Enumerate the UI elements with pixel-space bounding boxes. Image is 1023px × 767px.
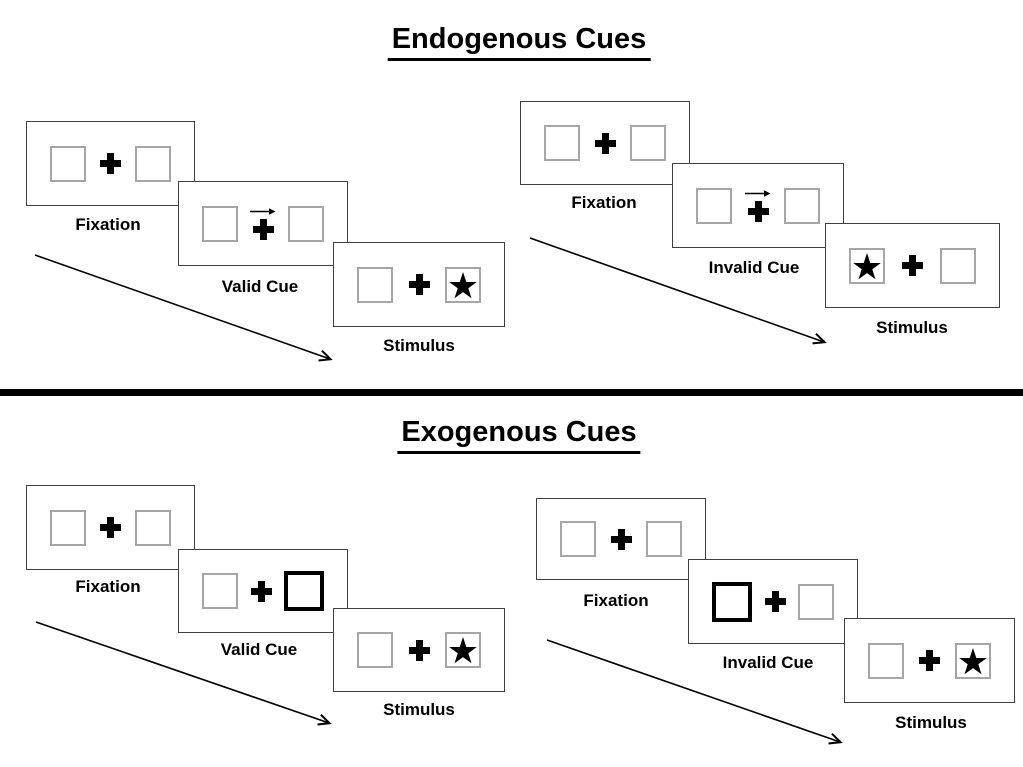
cue-label: Invalid Cue xyxy=(722,653,814,672)
right-placeholder-box xyxy=(135,509,171,546)
valid-cue-panel xyxy=(178,549,348,633)
right-highlighted-cue-box xyxy=(284,571,324,611)
star-icon xyxy=(449,637,477,664)
fixation-cross-icon xyxy=(919,650,940,671)
central-cue xyxy=(250,207,276,240)
stimulus-label: Stimulus xyxy=(383,700,455,719)
left-placeholder-box xyxy=(696,187,732,224)
cue-arrow-right-icon xyxy=(745,190,771,197)
timeline-arrow-exogenous-valid xyxy=(35,621,329,723)
stimulus-panel xyxy=(844,618,1015,703)
timeline-arrow-endogenous-invalid xyxy=(529,237,824,342)
left-placeholder-box xyxy=(202,573,238,609)
timeline-arrow-exogenous-invalid xyxy=(546,639,840,742)
right-placeholder-box xyxy=(646,521,682,557)
cue-label: Valid Cue xyxy=(221,277,299,296)
fixation-panel xyxy=(26,121,195,206)
fixation-label: Fixation xyxy=(583,591,649,610)
fixation-panel xyxy=(536,498,706,580)
timeline-arrow-endogenous-valid xyxy=(34,254,330,359)
valid-cue-panel xyxy=(178,181,348,266)
fixation-cross-icon xyxy=(100,153,121,174)
stimulus-panel xyxy=(825,223,1000,308)
left-placeholder-box xyxy=(202,205,238,242)
fixation-panel xyxy=(520,101,690,185)
left-placeholder-box xyxy=(560,521,596,557)
cue-label: Invalid Cue xyxy=(708,258,800,277)
stimulus-panel xyxy=(333,608,505,692)
left-target-box xyxy=(849,247,885,284)
invalid-cue-panel xyxy=(672,163,844,248)
fixation-label: Fixation xyxy=(571,193,637,212)
right-target-box xyxy=(955,642,991,679)
left-placeholder-box xyxy=(50,145,86,182)
cue-arrow-right-icon xyxy=(250,208,276,215)
fixation-cross-icon xyxy=(252,219,274,240)
right-target-box xyxy=(445,266,481,303)
central-cue xyxy=(745,189,771,222)
left-placeholder-box xyxy=(868,642,904,679)
exogenous-title: Exogenous Cues xyxy=(397,416,641,454)
section-divider xyxy=(0,389,1023,396)
right-target-box xyxy=(445,632,481,668)
fixation-cross-icon xyxy=(100,517,121,538)
cue-label: Valid Cue xyxy=(220,640,298,659)
fixation-label: Fixation xyxy=(75,577,141,596)
right-placeholder-box xyxy=(784,187,820,224)
left-placeholder-box xyxy=(544,125,580,161)
right-placeholder-box xyxy=(798,583,834,620)
left-placeholder-box xyxy=(357,266,393,303)
fixation-cross-icon xyxy=(250,580,272,602)
stimulus-panel xyxy=(333,242,505,327)
right-placeholder-box xyxy=(288,205,324,242)
star-icon xyxy=(853,252,881,279)
left-placeholder-box xyxy=(50,509,86,546)
stimulus-label: Stimulus xyxy=(876,318,948,337)
star-icon xyxy=(449,271,477,298)
fixation-label: Fixation xyxy=(75,215,141,234)
right-placeholder-box xyxy=(940,247,976,284)
invalid-cue-panel xyxy=(688,559,858,644)
fixation-cross-icon xyxy=(747,201,769,222)
right-placeholder-box xyxy=(630,125,666,161)
left-placeholder-box xyxy=(357,632,393,668)
endogenous-title: Endogenous Cues xyxy=(387,23,651,61)
stimulus-label: Stimulus xyxy=(895,713,967,732)
fixation-cross-icon xyxy=(902,255,923,276)
fixation-cross-icon xyxy=(594,132,616,154)
fixation-cross-icon xyxy=(408,639,430,661)
star-icon xyxy=(959,647,987,674)
fixation-panel xyxy=(26,485,195,570)
fixation-cross-icon xyxy=(408,274,430,295)
left-highlighted-cue-box xyxy=(712,581,752,622)
stimulus-label: Stimulus xyxy=(383,336,455,355)
fixation-cross-icon xyxy=(610,528,632,550)
fixation-cross-icon xyxy=(764,591,786,612)
right-placeholder-box xyxy=(135,145,171,182)
